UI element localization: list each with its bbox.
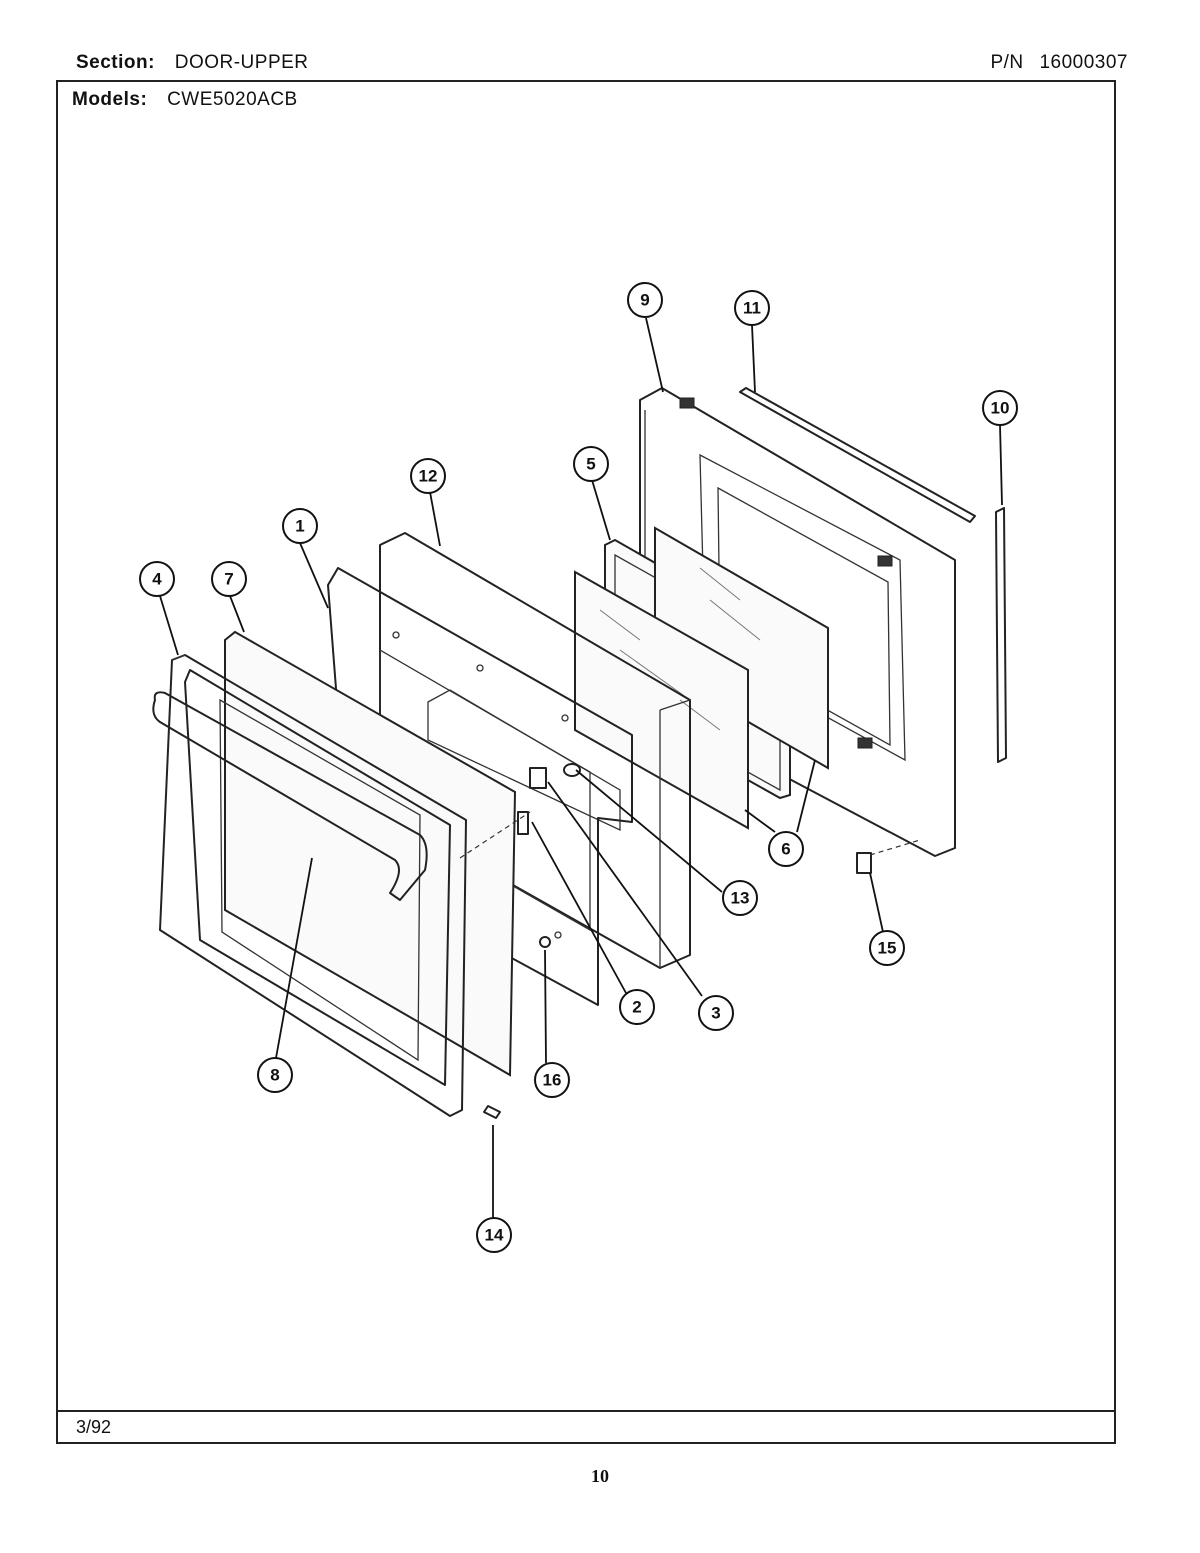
callout-11: 11 (734, 290, 770, 326)
callout-4: 4 (139, 561, 175, 597)
outer-door-glass (224, 630, 517, 1077)
callout-10: 10 (982, 390, 1018, 426)
callout-6: 6 (768, 831, 804, 867)
callout-5: 5 (573, 446, 609, 482)
callout-7: 7 (211, 561, 247, 597)
callout-1: 1 (282, 508, 318, 544)
svg-text:9: 9 (640, 291, 649, 310)
section-line: Section: DOOR-UPPER (76, 52, 309, 74)
svg-text:7: 7 (224, 570, 233, 589)
models-value: CWE5020ACB (167, 89, 298, 110)
svg-text:14: 14 (485, 1226, 504, 1245)
svg-text:11: 11 (743, 299, 761, 318)
top-channel-strip (739, 387, 976, 523)
callout-8: 8 (257, 1057, 293, 1093)
callout-9: 9 (627, 282, 663, 318)
callout-2: 2 (619, 989, 655, 1025)
leader-lines (159, 317, 1003, 1218)
models-label: Models: (72, 89, 148, 110)
svg-text:13: 13 (731, 889, 750, 908)
footer-rule (56, 1410, 1116, 1412)
svg-text:16: 16 (543, 1071, 562, 1090)
svg-text:15: 15 (878, 939, 897, 958)
pn-value: 16000307 (1039, 52, 1128, 73)
hinge-bracket (459, 763, 581, 859)
callout-14: 14 (476, 1217, 512, 1253)
svg-text:3: 3 (711, 1004, 720, 1023)
section-label: Section: (76, 52, 155, 73)
svg-text:5: 5 (586, 455, 595, 474)
outer-door-frame (159, 654, 467, 1117)
callout-15: 15 (869, 930, 905, 966)
door-handle (152, 691, 428, 901)
callout-12: 12 (410, 458, 446, 494)
diagram-frame (56, 80, 1116, 1444)
svg-text:2: 2 (632, 998, 641, 1017)
side-channel-strip (995, 507, 1007, 763)
pn-label: P/N (990, 52, 1024, 73)
callout-16: 16 (534, 1062, 570, 1098)
screw-bottom (483, 1105, 501, 1119)
svg-text:8: 8 (270, 1066, 279, 1085)
date-code: 3/92 (76, 1417, 112, 1437)
models-line: Models: CWE5020ACB (72, 89, 298, 111)
part-number-line: P/N 16000307 (990, 52, 1128, 74)
door-clip (856, 839, 921, 874)
page-number: 10 (591, 1466, 609, 1486)
svg-text:1: 1 (295, 517, 304, 536)
svg-text:10: 10 (991, 399, 1010, 418)
glass-pane-front (574, 570, 749, 830)
svg-text:12: 12 (419, 467, 438, 486)
callout-13: 13 (722, 880, 758, 916)
svg-text:4: 4 (152, 570, 162, 589)
screw-lower (539, 931, 562, 948)
section-value: DOOR-UPPER (174, 52, 309, 73)
callout-3: 3 (698, 995, 734, 1031)
svg-text:6: 6 (781, 840, 790, 859)
